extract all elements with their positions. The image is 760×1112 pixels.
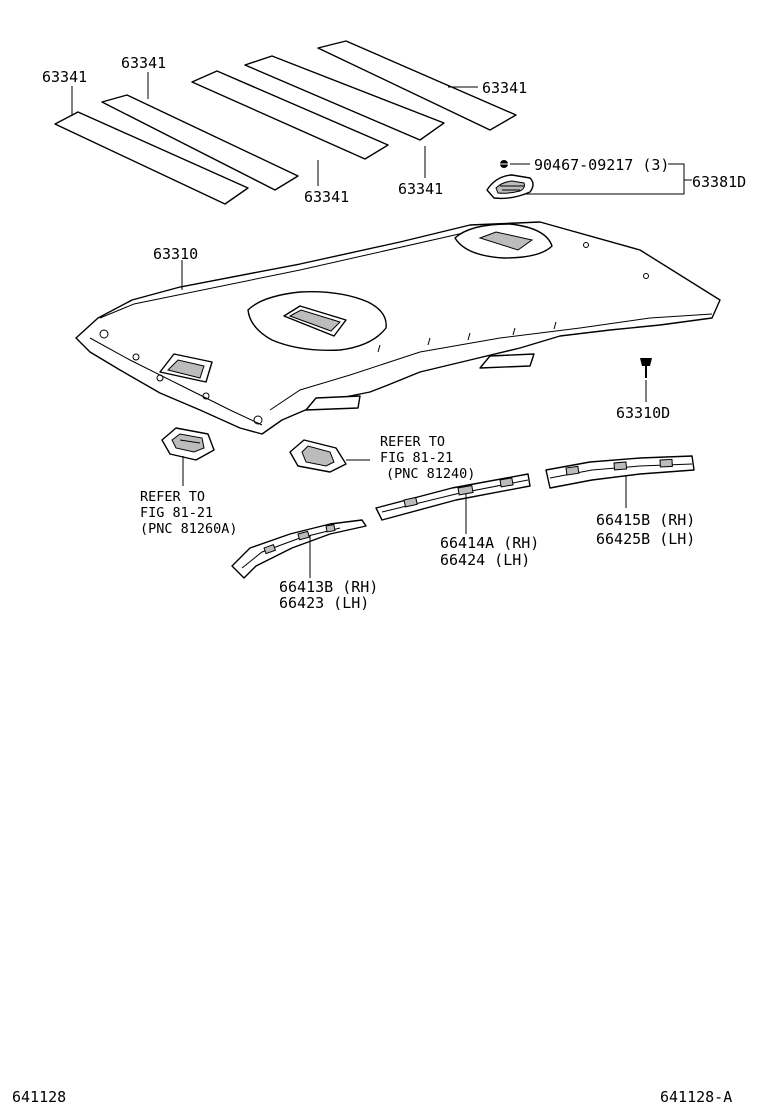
lamp-label: 63381D bbox=[692, 173, 746, 191]
screw-label: 90467-09217 (3) bbox=[534, 156, 669, 174]
footer-left-code: 641128 bbox=[12, 1088, 66, 1106]
ref-mid-line3: (PNC 81240) bbox=[386, 466, 475, 482]
pad-strip bbox=[191, 70, 389, 160]
pad-group bbox=[54, 40, 517, 205]
ref-left-line1: REFER TO bbox=[140, 489, 205, 505]
pad-label: 63341 bbox=[398, 180, 443, 198]
ref-mid-line1: REFER TO bbox=[380, 434, 445, 450]
pad-leaders bbox=[71, 72, 478, 186]
pad-strip bbox=[244, 55, 445, 141]
ref-left-line2: FIG 81-21 bbox=[140, 505, 213, 521]
roof-rail-front bbox=[231, 519, 367, 579]
map-lamp-icon bbox=[486, 174, 534, 200]
courtesy-lamp-icon bbox=[289, 439, 347, 473]
dome-lamp-icon bbox=[161, 427, 215, 461]
screw-icon bbox=[498, 160, 510, 168]
rail-rear-lh-label: 66425B (LH) bbox=[596, 530, 695, 548]
rail-mid-rh-label: 66414A (RH) bbox=[440, 534, 539, 552]
rail-front-rh-label: 66413B (RH) bbox=[279, 578, 378, 596]
rail-mid-lh-label: 66424 (LH) bbox=[440, 551, 530, 569]
pad-label: 63341 bbox=[121, 54, 166, 72]
rail-rear-rh-label: 66415B (RH) bbox=[596, 511, 695, 529]
roof-rail-rear bbox=[545, 455, 695, 489]
headliner-panel bbox=[75, 221, 721, 435]
pad-label: 63341 bbox=[482, 79, 527, 97]
rail-front-lh-label: 66423 (LH) bbox=[279, 594, 369, 612]
ref-mid-line2: FIG 81-21 bbox=[380, 450, 453, 466]
headliner-label: 63310 bbox=[153, 245, 198, 263]
pad-label: 63341 bbox=[304, 188, 349, 206]
clip-icon bbox=[640, 358, 652, 378]
clip-label: 63310D bbox=[616, 404, 670, 422]
roof-rail-middle bbox=[375, 473, 531, 521]
footer-right-code: 641128-A bbox=[660, 1088, 732, 1106]
pad-label: 63341 bbox=[42, 68, 87, 86]
pad-strip bbox=[54, 111, 249, 205]
pad-strip bbox=[101, 94, 299, 191]
pad-strip bbox=[317, 40, 517, 131]
ref-left-line3: (PNC 81260A) bbox=[140, 521, 238, 537]
